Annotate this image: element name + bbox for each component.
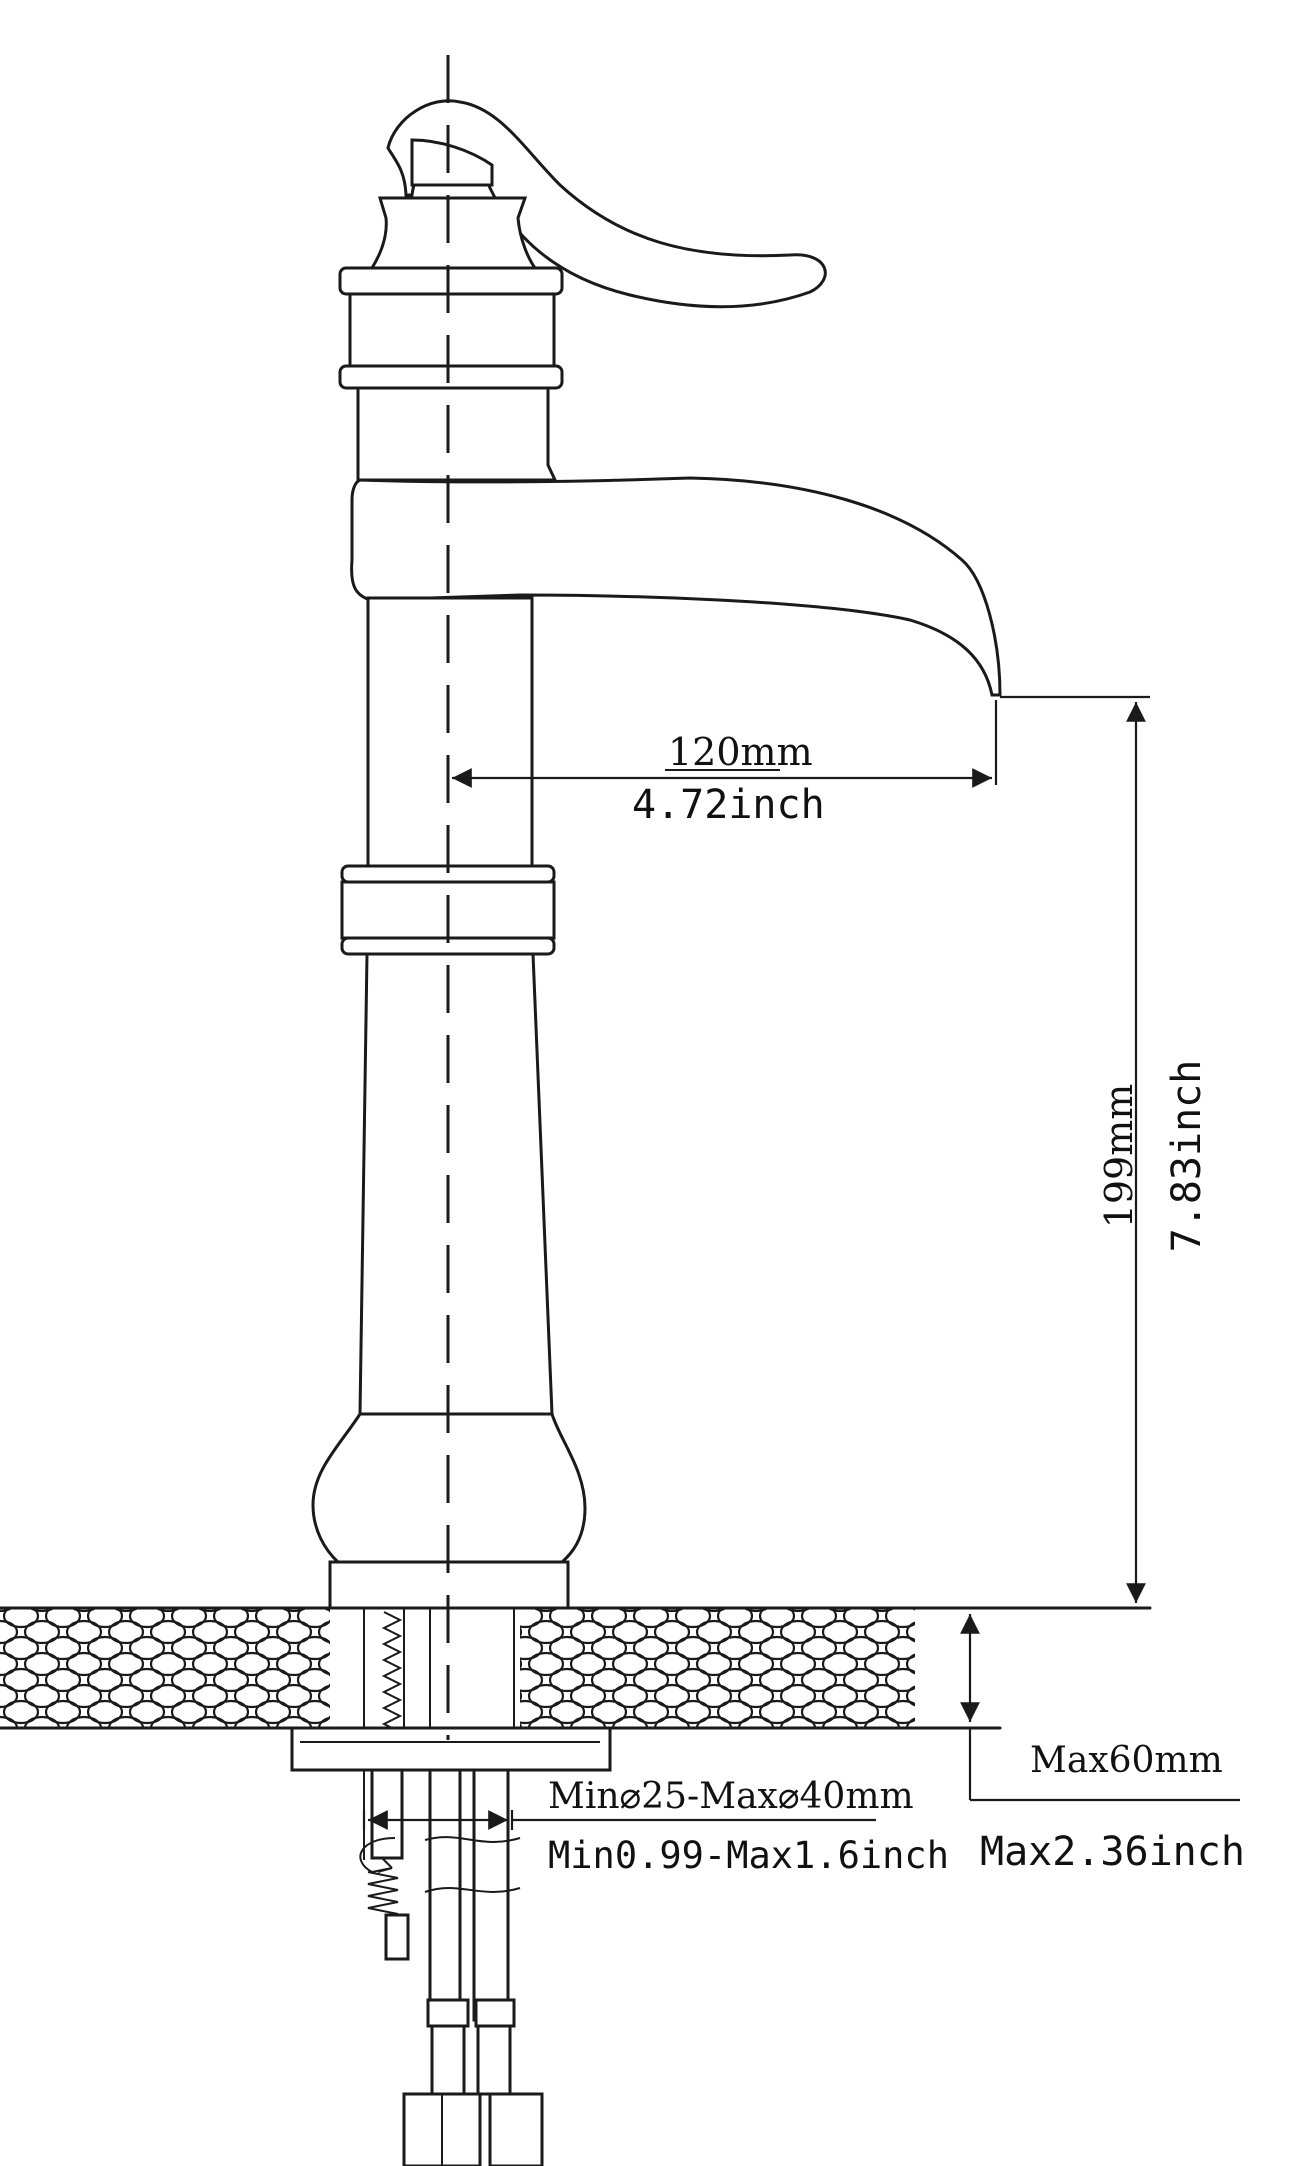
valve-body [356,386,558,482]
deck-thickness-imperial: Max2.36inch [980,1829,1245,1875]
hole-diameter-imperial: Min0.99-Max1.6inch [548,1834,949,1877]
spout-reach-imperial: 4.72inch [632,782,825,828]
handle-stem [410,138,494,187]
spout-height-metric: 199mm [1097,1084,1141,1229]
countertop [0,1606,1152,1730]
dimension-hole-diameter: Min⌀25-Max⌀40mm Min0.99-Max1.6inch [362,1776,949,1877]
lower-column [358,952,554,1416]
supply-hoses [402,1836,544,2166]
dimension-spout-reach: 120mm 4.72inch [452,700,998,828]
upper-riser [366,596,534,868]
hole-diameter-metric: Min⌀25-Max⌀40mm [548,1776,914,1817]
spout [350,476,1002,697]
deck-thickness-metric: Max60mm [1030,1740,1223,1781]
spout-reach-metric: 120mm [668,730,813,774]
dimension-deck-thickness: Max60mm Max2.36inch [960,1614,1245,1875]
dimension-spout-height: 199mm 7.83inch [1000,695,1210,1603]
faucet-cap [338,196,564,390]
spout-height-imperial: 7.83inch [1164,1060,1210,1253]
